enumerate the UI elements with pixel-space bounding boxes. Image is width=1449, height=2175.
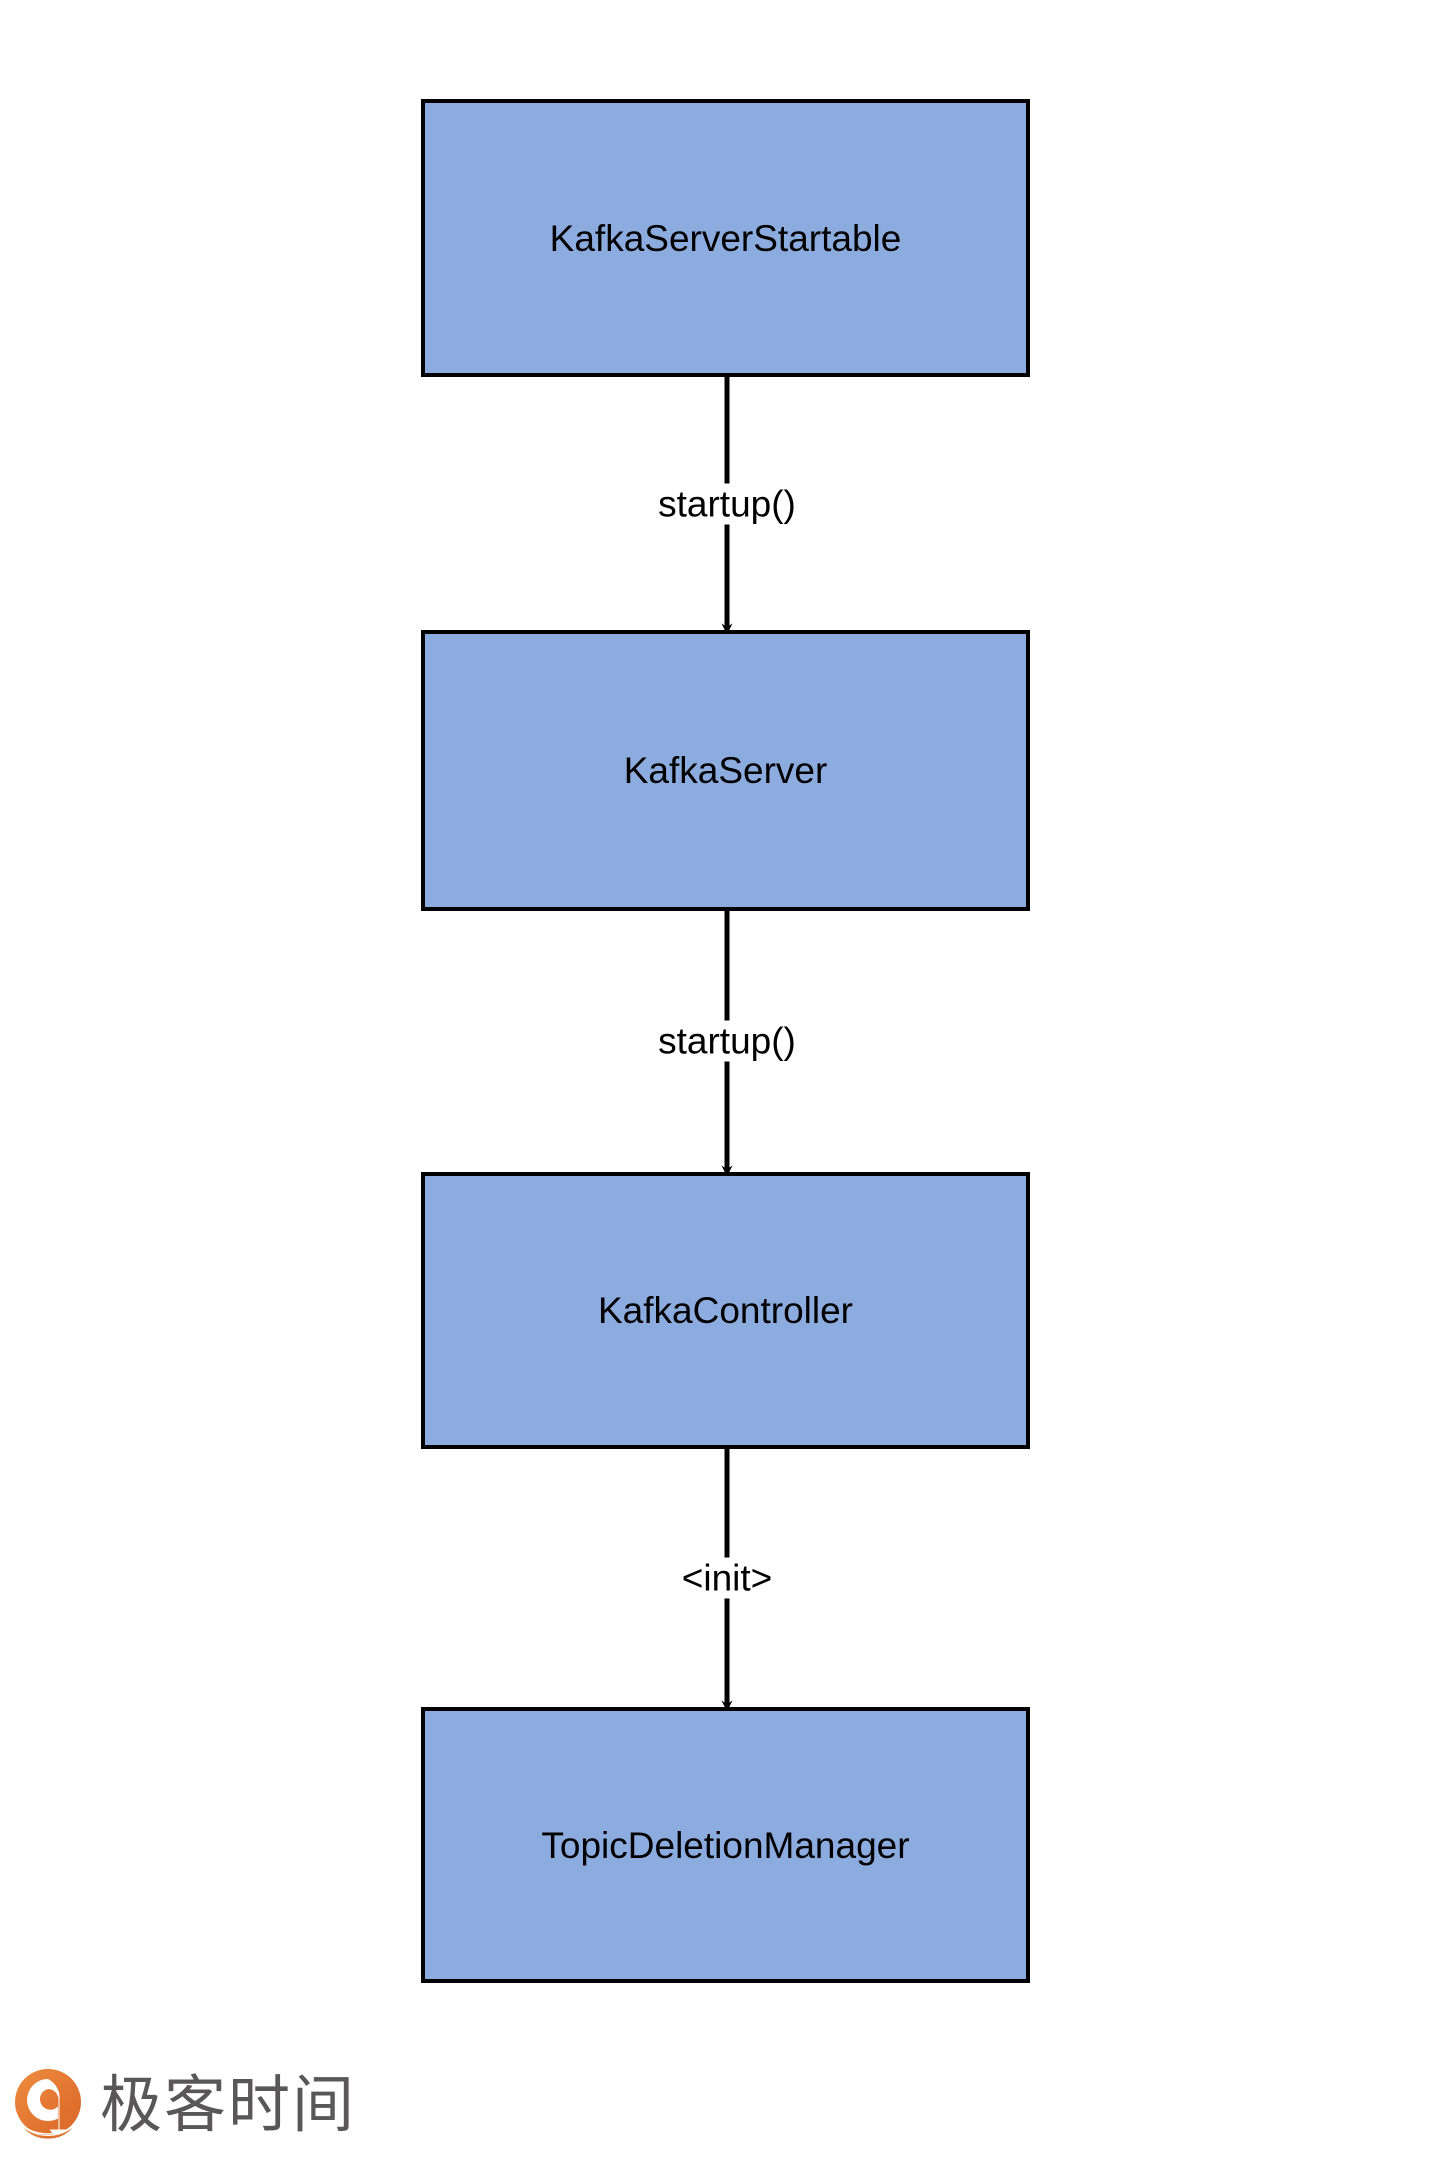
node-label: KafkaServer (623, 750, 828, 791)
node-label: KafkaController (597, 1290, 853, 1331)
edge-label-init: <init> (675, 1557, 779, 1599)
node-kafka-server[interactable]: KafkaServer (421, 630, 1030, 911)
node-label: TopicDeletionManager (541, 1824, 910, 1866)
geektime-logo-icon (15, 2069, 81, 2142)
node-label: KafkaServerStartable (549, 217, 902, 259)
edge-label-startup-2: startup() (652, 1020, 802, 1062)
node-topic-deletion-manager[interactable]: TopicDeletionManager (421, 1707, 1030, 1983)
node-kafka-controller[interactable]: KafkaController (421, 1172, 1030, 1449)
geektime-watermark: 极客时间 (12, 2068, 356, 2144)
edge-label-startup-1: startup() (652, 483, 802, 525)
node-kafka-server-startable[interactable]: KafkaServerStartable (421, 99, 1030, 377)
geektime-logo-text: 极客时间 (100, 2071, 357, 2140)
